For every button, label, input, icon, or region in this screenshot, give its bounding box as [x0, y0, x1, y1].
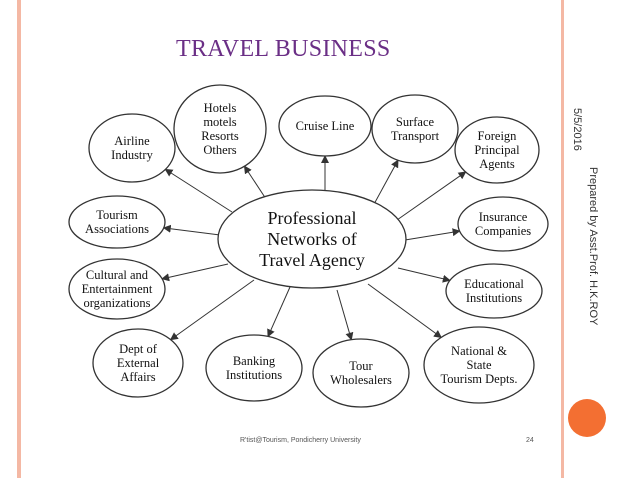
- node-label: Tourism Depts.: [441, 372, 518, 386]
- node-label: Entertainment: [82, 282, 153, 296]
- node-ellipse: [173, 84, 267, 174]
- node-label: Associations: [85, 222, 149, 236]
- node-label: Educational: [464, 277, 524, 291]
- node-label: Airline: [114, 134, 150, 148]
- left-border: [17, 0, 21, 478]
- right-border: [561, 0, 564, 478]
- node-ellipse: [68, 195, 166, 249]
- node-label: State: [467, 358, 492, 372]
- node-ellipse: [68, 258, 166, 320]
- node-label: Agents: [479, 157, 515, 171]
- node-ellipse: [92, 328, 184, 398]
- connector-dept: [169, 279, 255, 341]
- node-ellipse: [371, 94, 459, 164]
- node-ellipse: [454, 116, 540, 184]
- node-label: Industry: [111, 148, 153, 162]
- node-label: Others: [203, 143, 236, 157]
- center-label: Professional: [268, 208, 357, 228]
- node-label: Surface: [396, 115, 435, 129]
- node-ellipse: [445, 263, 543, 319]
- node-label: Wholesalers: [330, 373, 392, 387]
- page-number: 24: [526, 437, 534, 444]
- node-ellipse: [312, 338, 410, 408]
- node-label: Institutions: [226, 368, 282, 382]
- node-label: Cultural and: [86, 268, 149, 282]
- node-label: Institutions: [466, 291, 522, 305]
- node-label: Insurance: [479, 210, 528, 224]
- node-ellipse: [423, 326, 535, 404]
- node-ellipse: [278, 95, 372, 157]
- node-label: Tour: [349, 359, 373, 373]
- connector-tourism-assoc: [162, 224, 221, 236]
- node-label: External: [117, 356, 160, 370]
- node-cruise: Cruise Line: [278, 95, 372, 157]
- connector-banking: [267, 286, 291, 338]
- node-label: organizations: [83, 296, 150, 310]
- node-label: motels: [203, 115, 236, 129]
- connector-cultural: [161, 263, 229, 282]
- orange-dot-decoration: [568, 399, 606, 437]
- connector-tour: [336, 289, 354, 341]
- node-ellipse: [457, 196, 549, 252]
- connector-foreign: [396, 171, 467, 221]
- slide-footer: R'tist@Tourism, Pondicherry University: [240, 437, 361, 444]
- node-label: Companies: [475, 224, 531, 238]
- connector-educational: [397, 267, 451, 283]
- connector-airline: [164, 168, 233, 213]
- slide-title: TRAVEL BUSINESS: [176, 36, 391, 62]
- node-ellipse: [88, 113, 176, 183]
- connector-insurance: [404, 228, 461, 241]
- center-ellipse: [217, 189, 407, 289]
- node-label: Hotels: [204, 101, 237, 115]
- node-ellipse: [205, 334, 303, 402]
- node-label: Banking: [233, 354, 276, 368]
- node-label: Tourism: [96, 208, 138, 222]
- slide-author: Prepared by Asst.Prof. H.K.ROY: [587, 167, 599, 326]
- node-label: Resorts: [201, 129, 239, 143]
- node-label: National &: [451, 344, 507, 358]
- node-label: Affairs: [120, 370, 155, 384]
- center-label: Networks of: [267, 229, 356, 249]
- node-label: Principal: [474, 143, 520, 157]
- connector-national: [367, 283, 442, 338]
- slide-date: 5/5/2016: [571, 108, 583, 151]
- connector-surface: [372, 159, 399, 207]
- center-label: Travel Agency: [259, 250, 365, 270]
- node-label: Foreign: [478, 129, 518, 143]
- node-label: Dept of: [119, 342, 158, 356]
- node-label: Cruise Line: [296, 119, 355, 133]
- node-label: Transport: [391, 129, 440, 143]
